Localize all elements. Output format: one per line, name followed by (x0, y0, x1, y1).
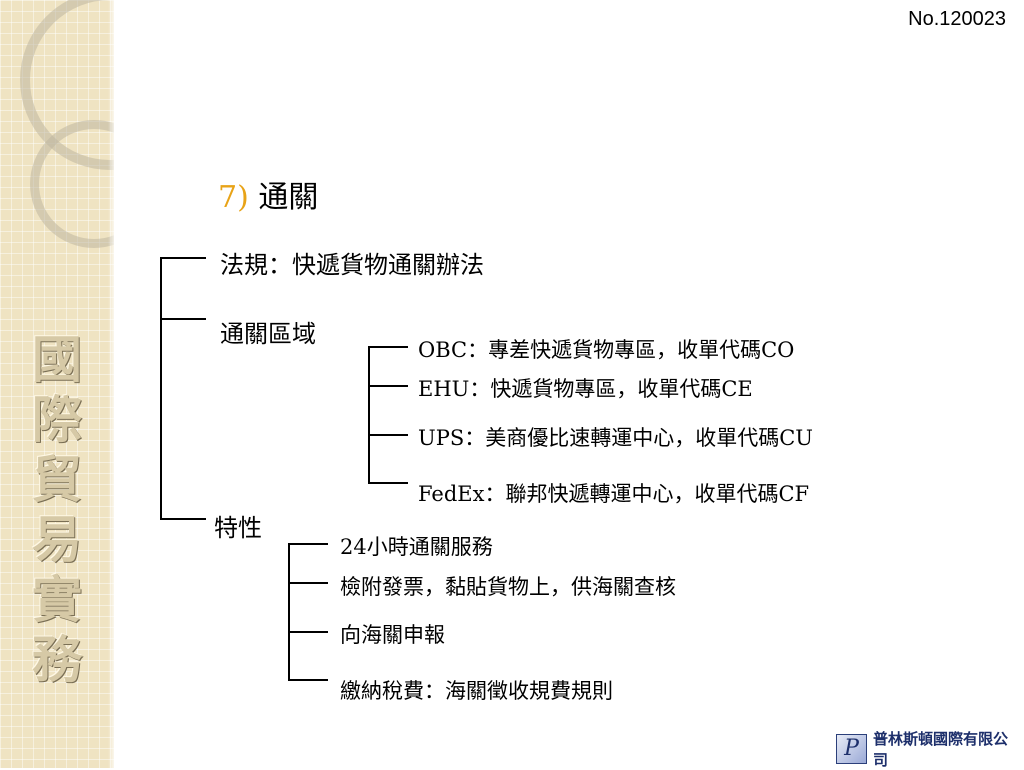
tree-connector (288, 543, 328, 545)
tree-connector (368, 346, 370, 484)
zone-item: FedEx：聯邦快遞轉運中心，收單代碼CF (418, 482, 810, 506)
feature-item: 繳納稅費：海關徵收規費規則 (340, 679, 613, 703)
section-title: 通關 (258, 180, 319, 215)
sidebar-fade (108, 0, 114, 768)
title-char: 實 (32, 570, 82, 629)
tree-connector (160, 257, 162, 520)
regulation-item: 法規：快遞貨物通關辦法 (220, 251, 484, 279)
title-char: 國 (32, 330, 82, 389)
vertical-course-title: 國 際 貿 易 實 務 (24, 330, 90, 690)
feature-item: 24小時通關服務 (340, 535, 493, 559)
feature-item: 向海關申報 (340, 623, 445, 647)
customs-zone-label: 通關區域 (220, 320, 316, 348)
tree-connector (160, 257, 206, 259)
tree-connector (368, 482, 408, 484)
feature-item: 檢附發票，黏貼貨物上，供海關查核 (340, 575, 676, 599)
tree-connector (160, 518, 206, 520)
company-logo: P 普林斯頓國際有限公司 (836, 730, 1018, 769)
tree-connector (288, 679, 328, 681)
tree-connector (368, 385, 408, 387)
title-char: 貿 (32, 450, 82, 509)
company-name: 普林斯頓國際有限公司 (873, 730, 1009, 769)
tree-connector (368, 346, 408, 348)
document-number: No.120023 (908, 8, 1006, 30)
tree-connector (288, 631, 328, 633)
logo-mark: P (836, 734, 867, 764)
title-char: 易 (32, 510, 82, 569)
tree-connector (288, 582, 328, 584)
slide-title: 7) 通關 (218, 172, 318, 216)
title-char: 務 (32, 630, 82, 689)
zone-item: EHU：快遞貨物專區，收單代碼CE (418, 377, 753, 401)
zone-item: OBC：專差快遞貨物專區，收單代碼CO (418, 338, 795, 362)
tree-connector (288, 543, 290, 681)
decorative-sidebar: 國 際 貿 易 實 務 (0, 0, 114, 768)
features-label: 特性 (214, 514, 262, 542)
tree-connector (160, 318, 206, 320)
section-number: 7) (218, 180, 249, 215)
tree-connector (368, 434, 408, 436)
decorative-ring (30, 120, 114, 248)
title-char: 際 (32, 390, 82, 449)
zone-item: UPS：美商優比速轉運中心，收單代碼CU (418, 426, 813, 450)
